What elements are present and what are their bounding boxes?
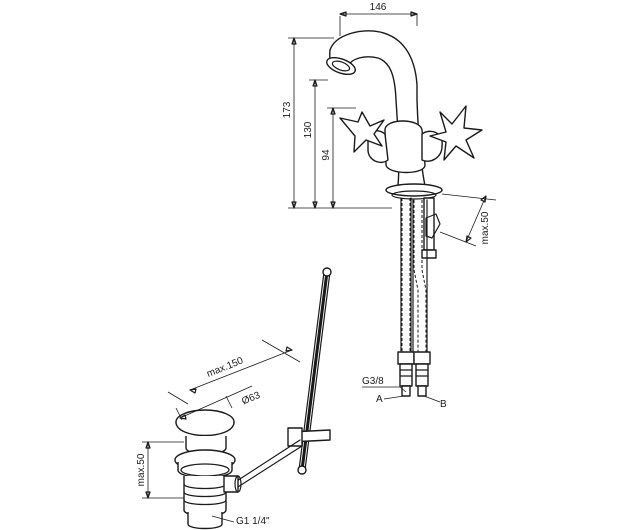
drain-bottom-nut bbox=[187, 512, 223, 530]
faucet-assembly: 146 173 130 94 max bbox=[282, 2, 497, 410]
dim-max-height: max.50 bbox=[136, 453, 147, 486]
faucet-aerator-inner bbox=[331, 60, 351, 72]
dim-spout-height: 130 bbox=[303, 121, 314, 138]
dim-total-height: 173 bbox=[282, 101, 293, 118]
left-handle-cross bbox=[339, 111, 385, 153]
left-handle bbox=[339, 111, 389, 164]
hose-connectors bbox=[397, 351, 431, 397]
dim-diameter: Ø63 bbox=[240, 390, 262, 407]
faucet-body bbox=[384, 120, 426, 174]
dim-width: 146 bbox=[370, 2, 387, 13]
right-handle-cross bbox=[429, 105, 483, 161]
faucet-base bbox=[385, 183, 443, 197]
drain-side-outlet bbox=[223, 475, 239, 493]
faucet-dimensions: 146 173 130 94 max bbox=[282, 2, 497, 410]
flex-hoses bbox=[400, 197, 428, 361]
thread-label-drain: G1 1/4" bbox=[236, 516, 270, 527]
dim-handle-height: 94 bbox=[321, 149, 332, 161]
drain-assembly: max.150 Ø63 max.50 G1 1/4" bbox=[136, 267, 332, 530]
thread-label-faucet: G3/8 bbox=[362, 376, 384, 387]
connector-b-label: B bbox=[440, 399, 447, 410]
dim-max-thickness: max.50 bbox=[480, 211, 491, 244]
right-handle bbox=[421, 105, 483, 162]
connector-a-label: A bbox=[376, 394, 383, 405]
